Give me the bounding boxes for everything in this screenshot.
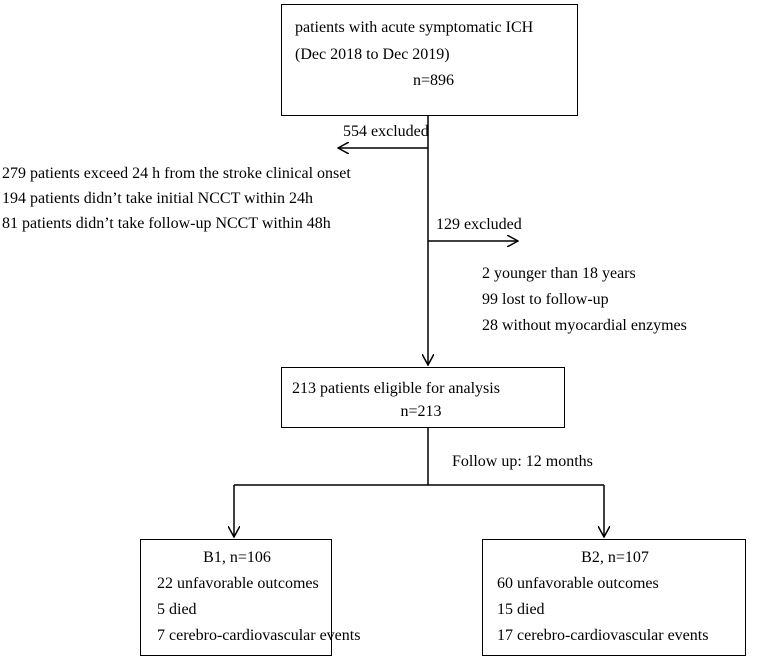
exclusion2-reason: 99 lost to follow-up: [482, 291, 609, 308]
source-title: patients with acute symptomatic ICH: [295, 19, 534, 36]
group-b1-item: 5 died: [157, 601, 197, 618]
exclusion2-label: 129 excluded: [436, 216, 522, 233]
exclusion2-reason: 28 without myocardial enzymes: [482, 317, 687, 334]
source-date-range: (Dec 2018 to Dec 2019): [295, 46, 450, 63]
eligible-title: 213 patients eligible for analysis: [292, 380, 500, 397]
eligible-box: 213 patients eligible for analysis n=213: [281, 367, 565, 428]
group-b2-item: 15 died: [497, 601, 545, 618]
group-b1-box: B1, n=106 22 unfavorable outcomes 5 died…: [140, 539, 360, 656]
group-b2-box: B2, n=107 60 unfavorable outcomes 15 die…: [482, 539, 746, 656]
source-population-box: patients with acute symptomatic ICH (Dec…: [281, 4, 578, 116]
source-count: n=896: [412, 72, 455, 89]
eligible-count: n=213: [400, 403, 442, 420]
exclusion1-label: 554 excluded: [343, 123, 429, 140]
exclusion1-reason: 81 patients didn’t take follow-up NCCT w…: [2, 215, 331, 232]
group-b2-item: 17 cerebro-cardiovascular events: [497, 627, 709, 644]
group-b2-title: B2, n=107: [581, 549, 649, 566]
group-b1-item: 22 unfavorable outcomes: [157, 575, 319, 592]
exclusion1-reason: 279 patients exceed 24 h from the stroke…: [2, 165, 351, 182]
group-b1-item: 7 cerebro-cardiovascular events: [157, 627, 361, 644]
group-b2-item: 60 unfavorable outcomes: [497, 575, 659, 592]
exclusion2-reason: 2 younger than 18 years: [482, 265, 636, 282]
group-b1-title: B1, n=106: [203, 549, 271, 566]
followup-label: Follow up: 12 months: [452, 453, 593, 470]
exclusion1-reason: 194 patients didn’t take initial NCCT wi…: [2, 190, 313, 207]
